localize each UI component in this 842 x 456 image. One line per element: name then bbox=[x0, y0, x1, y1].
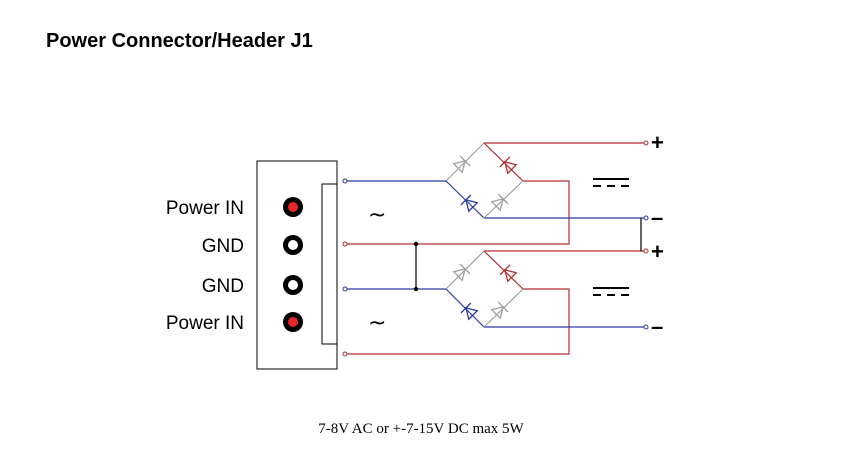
diode-bottom-3 bbox=[460, 302, 479, 321]
pin-2-contact bbox=[288, 240, 298, 250]
output-plus-bottom: + bbox=[651, 239, 664, 264]
connector-latch bbox=[321, 183, 338, 345]
pin-1 bbox=[283, 197, 303, 217]
pin-2 bbox=[283, 235, 303, 255]
pin-1-contact bbox=[288, 202, 298, 212]
pin-label-1: Power IN bbox=[166, 198, 244, 219]
diode-bottom-1 bbox=[452, 263, 471, 282]
diode-top-2 bbox=[499, 156, 518, 175]
dc-symbol-top bbox=[593, 178, 629, 187]
gnd-jumper bbox=[413, 241, 419, 292]
pin-4 bbox=[283, 312, 303, 332]
diode-bottom-4 bbox=[490, 301, 509, 320]
ac-symbol-bottom: ~ bbox=[368, 311, 386, 336]
pin-label-3: GND bbox=[202, 276, 244, 297]
output-minus-bottom: – bbox=[651, 314, 663, 339]
output-plus-top: + bbox=[651, 130, 664, 155]
ac-symbol-top: ~ bbox=[368, 203, 386, 228]
diode-top-1 bbox=[452, 155, 471, 174]
diode-bottom-2 bbox=[499, 264, 518, 283]
caption: 7-8V AC or +-7-15V DC max 5W bbox=[318, 421, 524, 437]
top-bridge-wires bbox=[345, 142, 646, 245]
pin-label-4: Power IN bbox=[166, 313, 244, 334]
pin-3-contact bbox=[288, 280, 298, 290]
output-minus-top: – bbox=[651, 205, 663, 230]
output-terminals bbox=[643, 140, 649, 330]
connector-terminals bbox=[342, 178, 348, 357]
pin-label-2: GND bbox=[202, 236, 244, 257]
page-title: Power Connector/Header J1 bbox=[46, 30, 313, 52]
pin-3 bbox=[283, 275, 303, 295]
bottom-bridge-wires bbox=[345, 250, 646, 355]
dc-symbol-bottom bbox=[593, 287, 629, 296]
pin-4-contact bbox=[288, 317, 298, 327]
